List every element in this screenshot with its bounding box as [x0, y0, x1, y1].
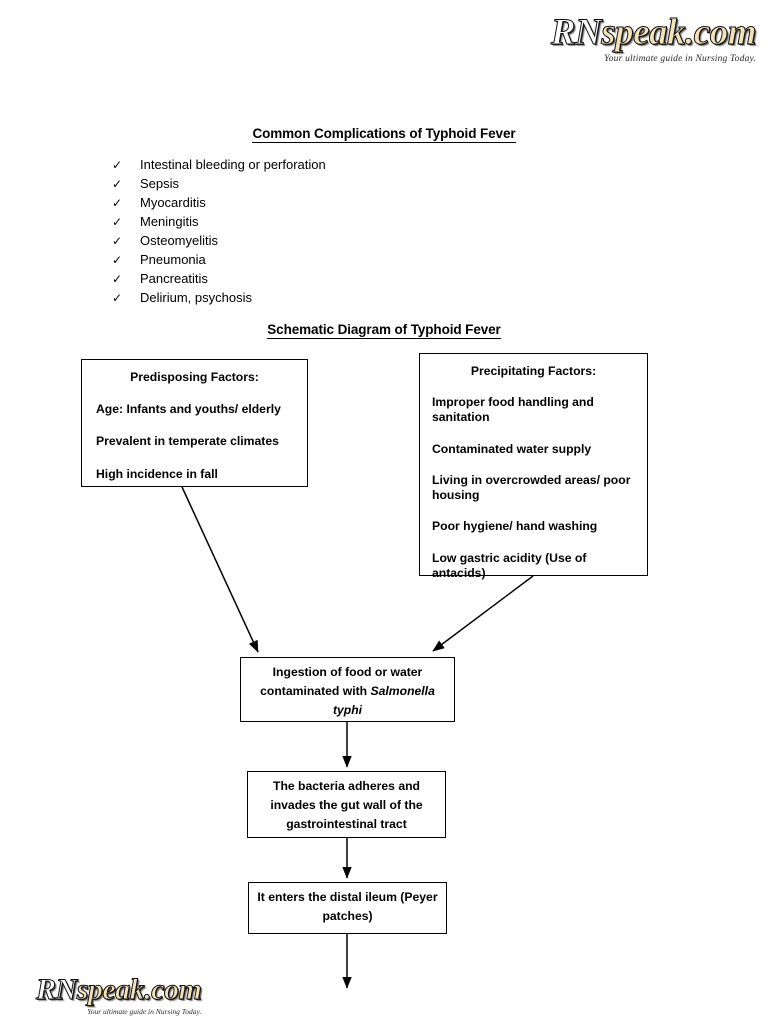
logo-wordmark: RNspeak.com [550, 12, 757, 53]
heading-common-complications-text: Common Complications of Typhoid Fever [252, 126, 516, 143]
box-predisposing-factors: Predisposing Factors: Age: Infants and y… [81, 359, 308, 487]
checkmark-icon: ✓ [112, 215, 123, 229]
box-predisposing-line-1: Age: Infants and youths/ elderly [96, 402, 281, 417]
box-ingestion-line-1: Ingestion of food or water [272, 665, 423, 679]
logo-wordmark-bottom: RNspeak.com [36, 973, 203, 1006]
heading-schematic-diagram: Schematic Diagram of Typhoid Fever [0, 322, 768, 339]
complication-item-label: Pancreatitis [140, 271, 208, 286]
complication-item: ✓ Meningitis [112, 214, 326, 233]
complication-item: ✓ Intestinal bleeding or perforation [112, 157, 326, 176]
complication-item: ✓ Sepsis [112, 176, 326, 195]
logo-text-speak: speak.com [601, 12, 757, 53]
complication-item: ✓ Pancreatitis [112, 271, 326, 290]
complication-item: ✓ Pneumonia [112, 252, 326, 271]
box-ingestion-line-2: contaminated with Salmonella [251, 685, 444, 697]
logo-tagline-bottom: Your ultimate guide in Nursing Today. [87, 1007, 202, 1016]
box-ingestion-species-epithet: typhi [332, 703, 363, 718]
box-precipitating-line-4: Poor hygiene/ hand washing [432, 519, 598, 534]
box-precipitating-line-1: Improper food handling and sanitation [432, 395, 594, 425]
logo-text-rn: RN [550, 12, 602, 53]
complication-item-label: Sepsis [140, 176, 180, 191]
checkmark-icon: ✓ [112, 196, 123, 210]
complication-item-label: Delirium, psychosis [140, 290, 252, 305]
box-precipitating-line-3: Living in overcrowded areas/ poor housin… [432, 472, 631, 503]
box-ingestion-line-2-prefix: contaminated with [260, 684, 371, 699]
checkmark-icon: ✓ [112, 291, 123, 305]
complication-item: ✓ Myocarditis [112, 195, 326, 214]
complication-item-label: Intestinal bleeding or perforation [140, 157, 326, 172]
rnspeak-logo-top: RNspeak.com Your ultimate guide in Nursi… [550, 12, 757, 65]
box-ingestion-contaminated: Ingestion of food or water contaminated … [240, 657, 455, 722]
complication-item-label: Myocarditis [140, 195, 206, 210]
heading-common-complications: Common Complications of Typhoid Fever [0, 126, 768, 143]
box-bacteria-line-3: gastrointestinal tract [286, 817, 407, 832]
logo-text-speak-bottom: speak.com [76, 973, 202, 1006]
box-distal-ileum: It enters the distal ileum (Peyer patche… [248, 882, 447, 934]
complication-item-label: Pneumonia [140, 252, 206, 267]
complication-item-label: Osteomyelitis [140, 233, 219, 248]
box-precipitating-factors: Precipitating Factors: Improper food han… [419, 353, 648, 580]
checkmark-icon: ✓ [112, 234, 123, 248]
box-precipitating-line-5: Low gastric acidity (Use of antacids) [432, 550, 587, 580]
heading-schematic-diagram-text: Schematic Diagram of Typhoid Fever [267, 322, 501, 339]
box-ingestion-species-genus: Salmonella [370, 684, 435, 699]
box-precipitating-title: Precipitating Factors: [470, 364, 597, 378]
box-predisposing-line-3: High incidence in fall [96, 466, 218, 481]
arrow-predisposing-to-ingestion [181, 486, 259, 653]
logo-tagline: Your ultimate guide in Nursing Today. [604, 54, 756, 64]
box-bacteria-line-1: The bacteria adheres and [273, 779, 420, 793]
complication-item-label: Meningitis [140, 214, 199, 229]
checkmark-icon: ✓ [112, 177, 123, 191]
complication-item: ✓ Osteomyelitis [112, 233, 326, 252]
logo-text-rn-bottom: RN [36, 973, 78, 1006]
box-ileum-line-1: It enters the distal ileum (Peyer [257, 890, 438, 904]
checkmark-icon: ✓ [112, 272, 123, 286]
complication-item: ✓ Delirium, psychosis [112, 290, 326, 309]
checkmark-icon: ✓ [112, 253, 123, 267]
arrow-precipitating-to-ingestion [432, 575, 534, 652]
box-precipitating-line-2: Contaminated water supply [432, 441, 592, 456]
complications-list: ✓ Intestinal bleeding or perforation ✓ Seps… [112, 157, 326, 309]
box-predisposing-title: Predisposing Factors: [130, 370, 259, 384]
box-bacteria-line-2: invades the gut wall of the [270, 798, 423, 813]
box-ileum-line-2: patches) [322, 909, 373, 924]
box-bacteria-adheres: The bacteria adheres and invades the gut… [247, 771, 446, 838]
rnspeak-logo-bottom: RNspeak.com Your ultimate guide in Nursi… [36, 973, 203, 1016]
box-predisposing-line-2: Prevalent in temperate climates [96, 434, 279, 449]
checkmark-icon: ✓ [112, 158, 123, 172]
